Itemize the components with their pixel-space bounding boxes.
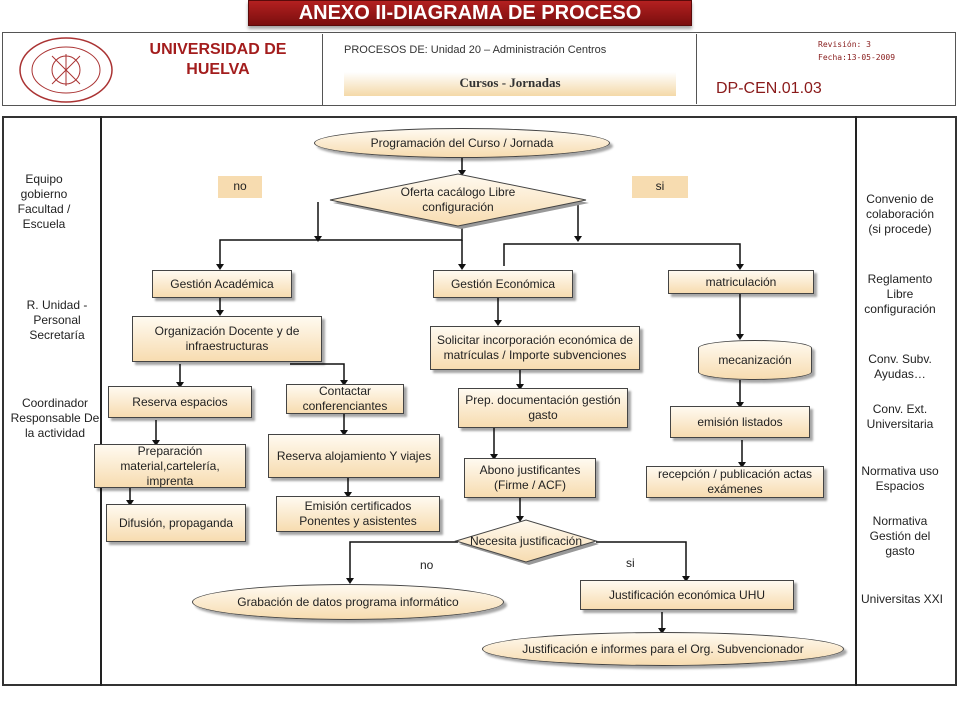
actor-coordinador: Coordinador Responsable De la actividad	[10, 396, 100, 440]
revision-date: Fecha:13-05-2009	[818, 53, 896, 62]
arrowhead	[346, 578, 354, 584]
node-recepcion: recepción / publicación actas exámenes	[646, 466, 824, 498]
ref-convenio: Convenio de colaboración (si procede)	[865, 192, 935, 236]
label-no: no	[218, 176, 262, 198]
connector	[219, 226, 463, 266]
right-lane-divider	[855, 116, 857, 686]
arrowhead	[516, 516, 524, 522]
node-programacion: Programación del Curso / Jornada	[314, 128, 610, 158]
arrowhead	[736, 334, 744, 340]
ref-reglamento: Reglamento Libre configuración	[864, 272, 936, 316]
arrowhead	[340, 380, 348, 386]
node-difusion: Difusión, propaganda	[106, 504, 246, 542]
decision-necesita-diamond	[454, 519, 598, 563]
label-si-2: si	[626, 556, 635, 570]
node-matriculacion: matriculación	[668, 270, 814, 294]
left-lane-divider	[100, 116, 102, 686]
arrowhead	[516, 384, 524, 390]
node-contactar: Contactar conferenciantes	[286, 384, 404, 414]
document-code: DP-CEN.01.03	[716, 80, 822, 97]
revision-number: Revisión: 3	[818, 40, 871, 49]
node-preparacion: Preparación material,cartelería, imprent…	[94, 444, 246, 488]
arrowhead	[736, 402, 744, 408]
node-gestion-economica: Gestión Económica	[433, 270, 573, 298]
node-mecanizacion: mecanización	[698, 340, 812, 380]
arrowhead	[682, 576, 690, 582]
university-name: UNIVERSIDAD DE HUELVA	[149, 41, 287, 78]
ref-normativa-gasto: Normativa Gestión del gasto	[869, 514, 931, 558]
node-oferta-label: Oferta cacálogo Libre configuración	[400, 185, 516, 214]
label-no-2: no	[420, 558, 434, 572]
arrowhead	[314, 236, 322, 242]
arrowhead	[344, 492, 352, 498]
header-divider	[322, 34, 323, 106]
node-emision-certificados: Emisión certificados Ponentes y asistent…	[276, 496, 440, 532]
revision-info: Revisión: 3 Fecha:13-05-2009	[818, 38, 895, 64]
node-reserva-alojamiento: Reserva alojamiento Y viajes	[268, 434, 440, 478]
arrowhead	[340, 430, 348, 436]
ref-conv-subv: Conv. Subv. Ayudas…	[868, 352, 932, 381]
ref-normativa-espacios: Normativa uso Espacios	[861, 464, 939, 493]
arrowhead	[216, 264, 224, 270]
node-justificacion-informes: Justificación e informes para el Org. Su…	[482, 632, 844, 666]
label-si: si	[632, 176, 688, 198]
page-title: ANEXO II-DIAGRAMA DE PROCESO	[248, 0, 692, 26]
header-divider	[696, 34, 697, 104]
arrowhead	[574, 236, 582, 242]
ref-universitas: Universitas XXI	[860, 592, 944, 606]
course-type: Cursos - Jornadas	[344, 72, 676, 96]
connector	[290, 363, 345, 382]
arrowhead	[126, 500, 134, 506]
node-prep-documentacion: Prep. documentación gestión gasto	[458, 388, 628, 428]
node-justificacion-uhu: Justificación económica UHU	[580, 580, 794, 610]
process-name: PROCESOS DE: Unidad 20 – Administración …	[344, 44, 607, 56]
arrowhead	[736, 264, 744, 270]
node-necesita-label: Necesita justificación	[469, 534, 583, 548]
node-organizacion: Organización Docente y de infraestructur…	[132, 316, 322, 362]
actor-personal-secretaria: R. Unidad - Personal Secretaría	[26, 298, 88, 342]
arrowhead	[152, 440, 160, 446]
connector	[596, 541, 687, 578]
arrowhead	[176, 382, 184, 388]
arrowhead	[458, 170, 466, 176]
node-abono: Abono justificantes (Firme / ACF)	[464, 458, 596, 498]
arrowhead	[490, 454, 498, 460]
arrowhead	[738, 462, 746, 468]
node-gestion-academica: Gestión Académica	[152, 270, 292, 298]
diagram-frame	[2, 116, 957, 686]
arrowhead	[494, 320, 502, 326]
node-solicitar: Solicitar incorporación económica de mat…	[430, 326, 640, 370]
arrowhead	[658, 628, 666, 634]
connector	[503, 243, 741, 266]
actor-equipo-gobierno: Equipo gobierno Facultad / Escuela	[17, 172, 71, 231]
header-panel	[2, 32, 956, 106]
node-reserva-espacios: Reserva espacios	[108, 386, 252, 418]
connector	[349, 541, 458, 580]
university-seal-logo	[19, 37, 113, 103]
arrowhead	[216, 310, 224, 316]
node-grabacion: Grabación de datos programa informático	[192, 584, 504, 620]
decision-oferta-diamond	[329, 173, 587, 227]
ref-conv-ext: Conv. Ext. Universitaria	[866, 402, 934, 431]
node-emision-listados: emisión listados	[670, 406, 810, 438]
arrowhead	[458, 264, 466, 270]
